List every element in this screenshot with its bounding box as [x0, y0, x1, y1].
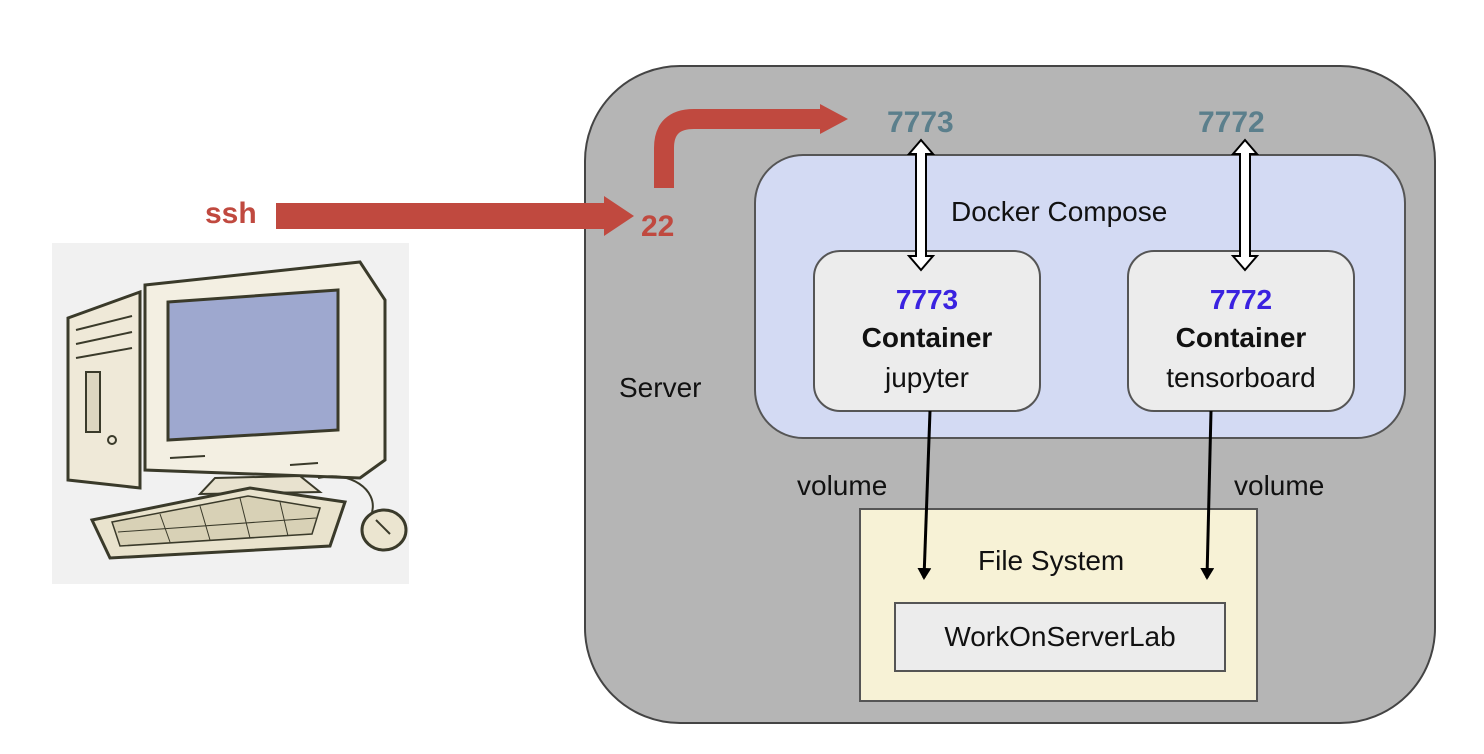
container-port-jupyter: 7773	[895, 284, 959, 315]
port-mapping-arrow-tensorboard	[1230, 138, 1260, 272]
ssh-arrow	[276, 196, 634, 236]
volume-arrow-tensorboard	[1200, 410, 1215, 580]
container-port-tensorboard: 7772	[1209, 284, 1273, 315]
ssh-label: ssh	[205, 197, 257, 230]
port-mapping-arrow-jupyter	[906, 138, 936, 272]
ssh-port-label: 22	[641, 210, 675, 243]
volume-label-tensorboard: volume	[1234, 470, 1325, 501]
folder-label: WorkOnServerLab	[944, 621, 1176, 652]
volume-label-jupyter: volume	[797, 470, 888, 501]
container-title-tensorboard: Container	[1175, 322, 1307, 353]
port-forward-arrow	[654, 104, 848, 188]
container-name-jupyter: jupyter	[884, 362, 970, 393]
server-label: Server	[619, 372, 702, 403]
docker-compose-label: Docker Compose	[951, 196, 1168, 227]
external-port-tensorboard: 7772	[1198, 106, 1265, 139]
filesystem-label: File System	[978, 545, 1125, 576]
external-port-jupyter: 7773	[887, 106, 954, 139]
volume-arrow-jupyter	[917, 410, 932, 580]
folder-box	[894, 602, 1226, 672]
container-title-jupyter: Container	[861, 322, 993, 353]
container-name-tensorboard: tensorboard	[1166, 362, 1316, 393]
desktop-computer-icon	[52, 243, 409, 584]
